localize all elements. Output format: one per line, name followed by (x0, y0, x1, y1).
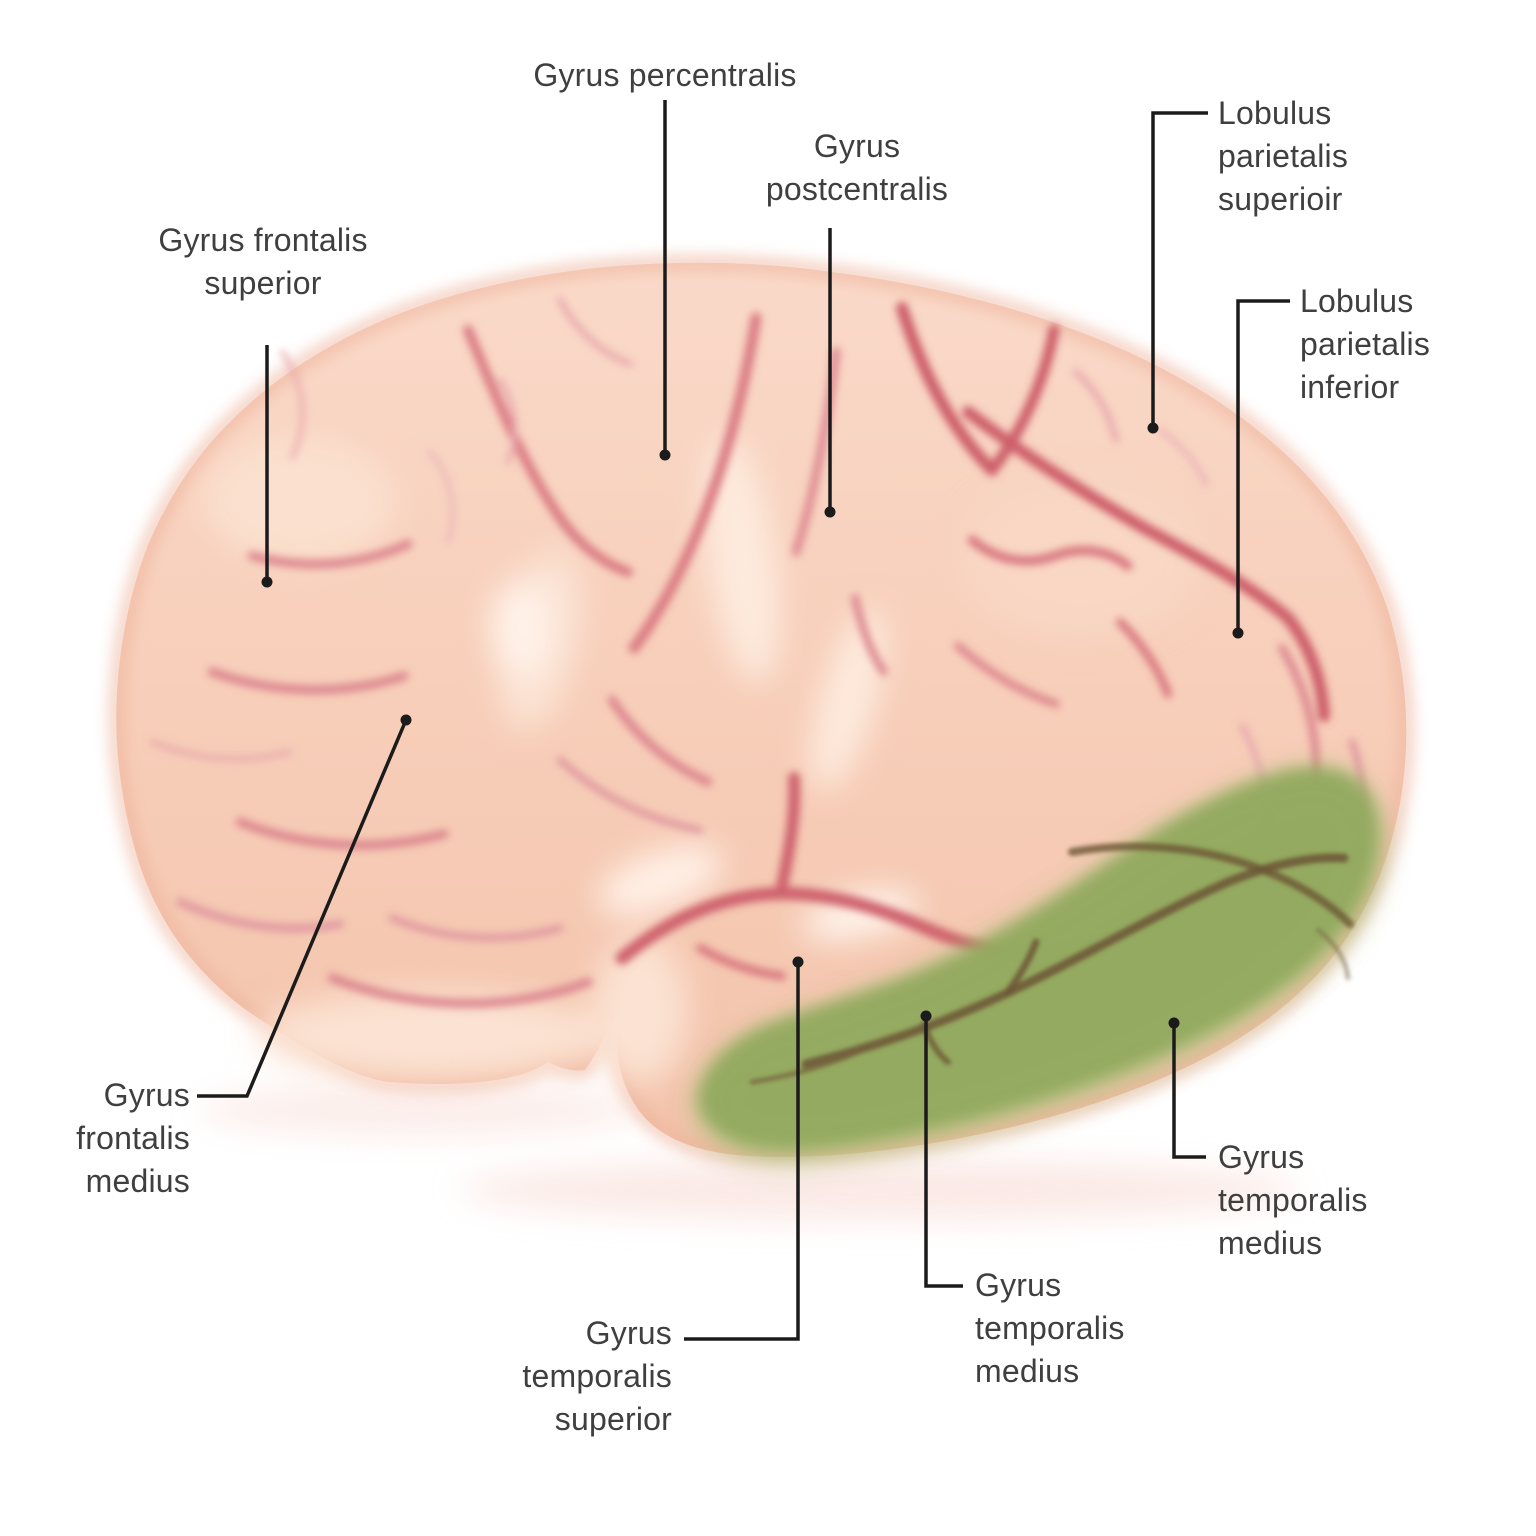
leader-dots (261, 422, 1244, 1029)
highlight-region-temporal (698, 767, 1379, 1158)
dot-gyrus-temporalis-superior (792, 956, 804, 968)
leader-lobulus-parietalis-inferior (1236, 299, 1290, 633)
leader-gyrus-frontalis-medius (197, 719, 408, 1098)
label-gyrus-temporalis-superior: Gyrus temporalis superior (522, 1315, 672, 1437)
highlight-region-fill (698, 767, 1379, 1150)
label-gyrus-temporalis-medius-right: Gyrus temporalis medius (1218, 1139, 1368, 1261)
dot-gyrus-postcentralis (824, 506, 836, 518)
leader-gyrus-temporalis-medius-right (1172, 1023, 1206, 1159)
dot-gyrus-temporalis-medius-right (1168, 1017, 1180, 1029)
leader-lobulus-parietalis-superior (1151, 111, 1208, 428)
label-gyrus-postcentralis: Gyrus postcentralis (765, 128, 949, 207)
leader-gyrus-temporalis-medius-center (924, 1016, 963, 1288)
dot-lobulus-parietalis-superior (1147, 422, 1159, 434)
label-lobulus-parietalis-inferior: Lobulus parietalis inferior (1300, 283, 1431, 405)
label-gyrus-precentralis: Gyrus percentralis (533, 57, 797, 93)
sulci-pink (149, 297, 1366, 1008)
label-lobulus-parietalis-superior: Lobulus parietalis superioir (1218, 95, 1349, 217)
label-gyrus-frontalis-medius: Gyrus frontalis medius (76, 1077, 190, 1199)
leader-lines (197, 100, 1290, 1341)
dot-gyrus-precentralis (659, 449, 671, 461)
label-gyrus-frontalis-superior: Gyrus frontalis superior (158, 222, 368, 301)
label-gyrus-temporalis-medius-center: Gyrus temporalis medius (975, 1267, 1125, 1389)
leader-gyrus-temporalis-superior (684, 962, 800, 1341)
dot-gyrus-frontalis-medius (400, 714, 412, 726)
dot-gyrus-temporalis-medius-center (920, 1010, 932, 1022)
dot-gyrus-frontalis-superior (261, 576, 273, 588)
region-sulci (749, 842, 1354, 1085)
brain-rim (111, 257, 1412, 1162)
dot-lobulus-parietalis-inferior (1232, 627, 1244, 639)
brain-soft-shadow (200, 1084, 1300, 1220)
